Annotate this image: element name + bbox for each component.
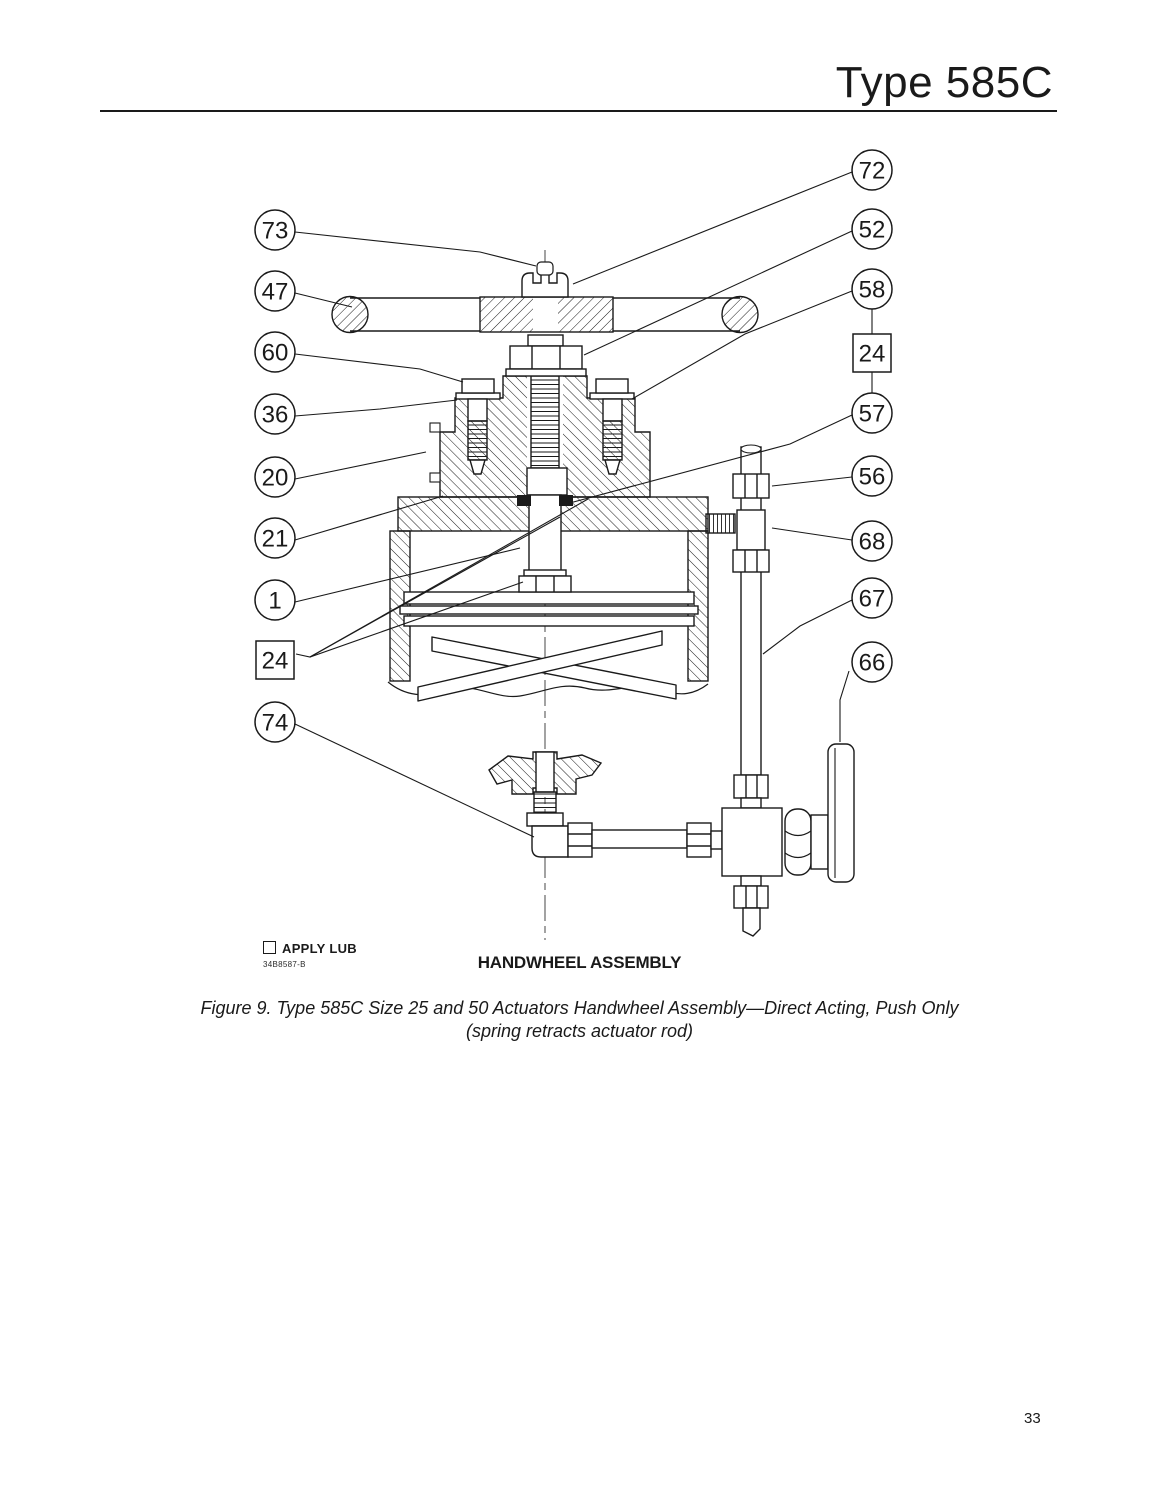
bypass-valve-block [721, 774, 829, 937]
callout-36: 36 [254, 393, 296, 435]
svg-text:56: 56 [859, 464, 886, 491]
callout-56: 56 [851, 455, 893, 497]
leader-lines [294, 171, 873, 838]
svg-text:57: 57 [859, 401, 886, 428]
figure-caption: Figure 9. Type 585C Size 25 and 50 Actua… [0, 997, 1159, 1043]
callout-box-24-right: 24 [852, 333, 892, 373]
callout-52: 52 [851, 208, 893, 250]
callout-67: 67 [851, 577, 893, 619]
svg-text:24: 24 [262, 648, 289, 675]
cap-screw-right [589, 378, 635, 475]
stem-hex-nut [505, 345, 587, 377]
apply-lub-label: APPLY LUB [282, 941, 357, 956]
bypass-handwheel [827, 743, 855, 883]
svg-text:21: 21 [262, 526, 289, 553]
svg-text:74: 74 [262, 710, 289, 737]
callout-20: 20 [254, 456, 296, 498]
callout-74: 74 [254, 701, 296, 743]
casing-tubing [705, 444, 770, 776]
callout-1: 1 [254, 579, 296, 621]
callout-21: 21 [254, 517, 296, 559]
handwheel [331, 261, 759, 377]
page-title: Type 585C [835, 58, 1053, 107]
svg-text:73: 73 [262, 218, 289, 245]
callout-57: 57 [851, 392, 893, 434]
svg-text:24: 24 [859, 341, 886, 368]
lower-handwheel-piping [488, 743, 855, 937]
figure-caption-line1: Figure 9. Type 585C Size 25 and 50 Actua… [200, 998, 959, 1018]
svg-text:47: 47 [262, 279, 289, 306]
svg-text:20: 20 [262, 465, 289, 492]
handwheel-cap-nut [521, 261, 569, 298]
figure-caption-line2: (spring retracts actuator rod) [465, 1021, 694, 1041]
diaphragm-plates [399, 591, 699, 627]
drawing-number: 34B8587-B [263, 960, 306, 969]
callout-73: 73 [254, 209, 296, 251]
svg-text:1: 1 [268, 588, 281, 615]
callout-58: 58 [851, 268, 893, 310]
callouts: 73 47 60 36 20 21 [254, 149, 893, 743]
svg-text:68: 68 [859, 529, 886, 556]
svg-text:60: 60 [262, 340, 289, 367]
spring [417, 630, 677, 702]
cap-screw-left [455, 378, 501, 475]
page-number: 33 [1024, 1410, 1041, 1427]
svg-text:52: 52 [859, 217, 886, 244]
apply-lub-checkbox [263, 941, 276, 954]
callout-68: 68 [851, 520, 893, 562]
diagram-title: HANDWHEEL ASSEMBLY [477, 953, 682, 972]
callout-66: 66 [851, 641, 893, 683]
handwheel-assembly-diagram: 73 47 60 36 20 21 [254, 149, 893, 940]
header-rule [100, 110, 1057, 112]
svg-text:67: 67 [859, 586, 886, 613]
callout-72: 72 [851, 149, 893, 191]
svg-text:72: 72 [859, 158, 886, 185]
callout-box-24-left: 24 [255, 640, 295, 680]
apply-lub-note: APPLY LUB [263, 941, 357, 956]
actuator-stem [517, 375, 573, 593]
callout-47: 47 [254, 270, 296, 312]
svg-text:58: 58 [859, 277, 886, 304]
callout-60: 60 [254, 331, 296, 373]
svg-text:36: 36 [262, 402, 289, 429]
svg-text:66: 66 [859, 650, 886, 677]
